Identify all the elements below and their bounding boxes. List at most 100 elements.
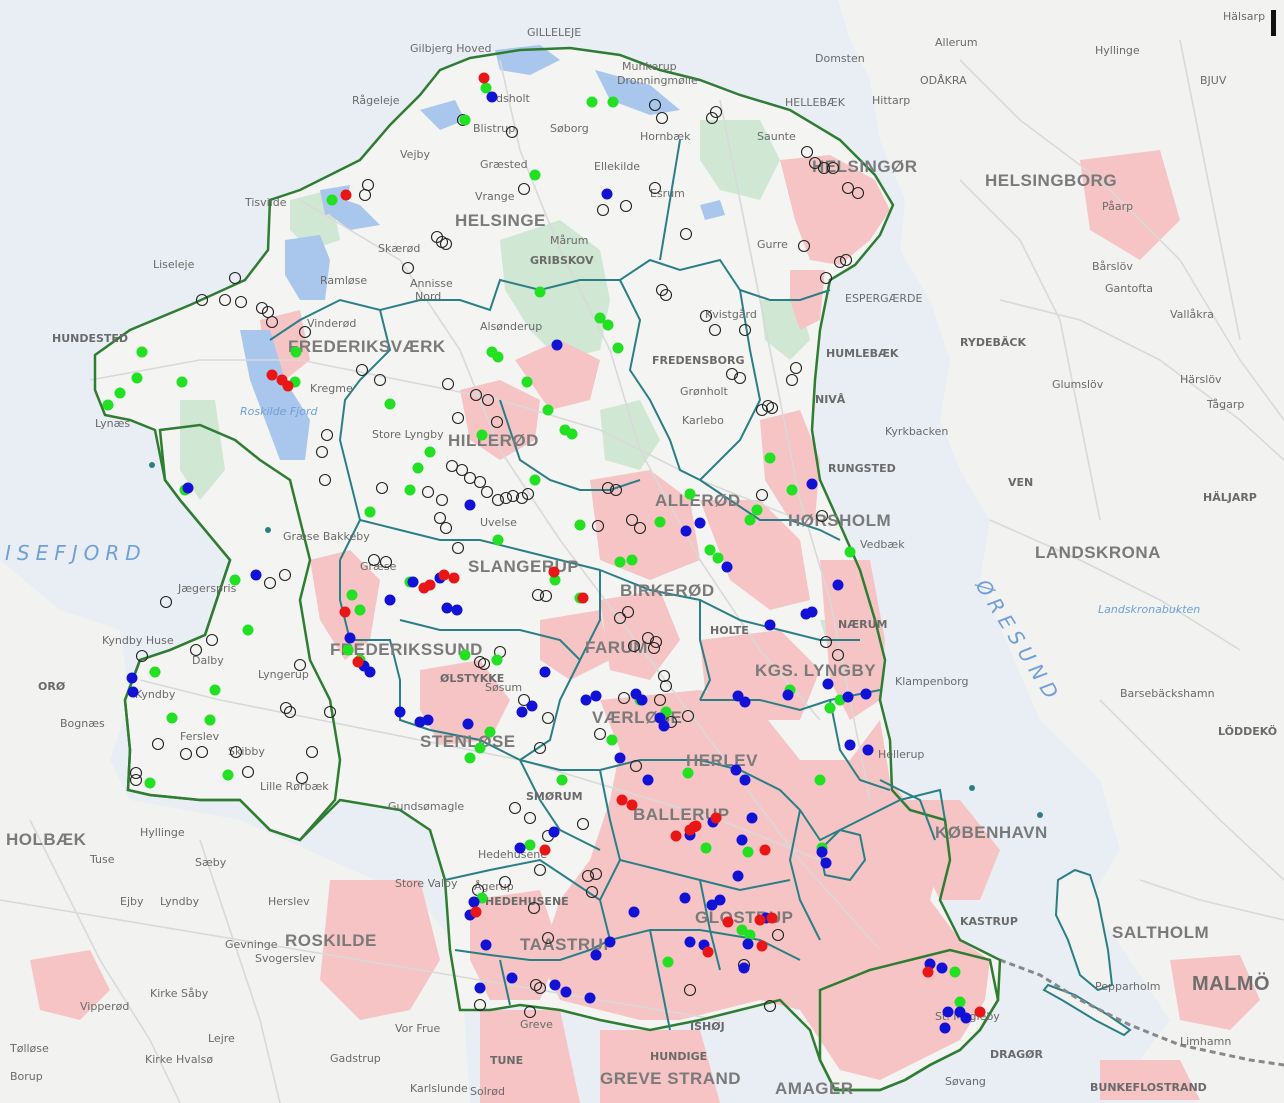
open-marker-10 (401, 261, 415, 275)
open-marker-124 (523, 1005, 537, 1019)
open-marker-134 (129, 773, 143, 787)
green-marker-29 (529, 474, 541, 486)
place-label-hedehusene: HEDEHUSENE (485, 895, 569, 908)
place-label-vallakra: Vallåkra (1170, 308, 1214, 321)
open-marker-81 (621, 605, 635, 619)
open-marker-15 (228, 271, 242, 285)
open-marker-122 (533, 981, 547, 995)
green-marker-71 (824, 702, 836, 714)
horns-herred-boundary (123, 423, 342, 842)
open-marker-18 (355, 363, 369, 377)
green-marker-64 (606, 734, 618, 746)
open-marker-1 (505, 125, 519, 139)
place-label-malmo: MALMÖ (1192, 972, 1270, 995)
red-marker-14 (626, 799, 638, 811)
open-marker-24 (709, 105, 723, 119)
red-marker-27 (470, 906, 482, 918)
green-marker-9 (612, 342, 624, 354)
place-label-lilleeknae: Lille Rørbæk (260, 780, 329, 793)
place-label-helsingor: HELSINGØR (812, 157, 918, 176)
place-label-olstykke: ØLSTYKKE (440, 672, 504, 685)
blue-marker-21 (451, 604, 463, 616)
open-marker-121 (529, 978, 543, 992)
open-marker-72 (315, 445, 329, 459)
open-marker-3 (596, 203, 610, 217)
place-label-pepparholm: Pepparholm (1095, 980, 1161, 993)
green-marker-37 (684, 488, 696, 500)
red-marker-15 (670, 830, 682, 842)
green-marker-59 (209, 684, 221, 696)
place-label-bogo: Bognæs (60, 717, 105, 730)
place-label-fredensborg: FREDENSBORG (652, 354, 745, 367)
place-label-barslov: Bårslöv (1092, 260, 1133, 273)
open-marker-87 (681, 709, 695, 723)
blue-marker-54 (474, 982, 486, 994)
open-marker-76 (625, 513, 639, 527)
open-marker-13 (255, 301, 269, 315)
place-label-vrange: Vrange (475, 190, 515, 203)
place-label-svogerslev: Svogerslev (255, 952, 316, 965)
open-marker-49 (441, 377, 455, 391)
place-label-helsingborg: HELSINGBORG (985, 171, 1117, 190)
open-marker-106 (229, 745, 243, 759)
place-label-ramlose: Ramløse (320, 274, 367, 287)
place-label-haljarp: HÄLJARP (1203, 490, 1257, 504)
blue-marker-22 (407, 576, 419, 588)
peberholm-island (1042, 983, 1132, 1037)
open-marker-25 (648, 181, 662, 195)
open-marker-123 (473, 998, 487, 1012)
place-label-karlebo: Karlebo (682, 414, 724, 427)
road-network (0, 39, 1284, 1103)
open-marker-120 (541, 931, 555, 945)
blue-marker-76 (939, 1022, 951, 1034)
open-marker-34 (817, 161, 831, 175)
open-marker-68 (451, 541, 465, 555)
place-label-hedelysk: Hedehusene (478, 848, 547, 861)
place-label-lynaes: Lynæs (95, 417, 130, 430)
open-marker-91 (617, 691, 631, 705)
place-label-roskilde_fjord: Roskilde Fjord (240, 405, 318, 418)
place-label-gilleleje: GILLELEJE (527, 26, 581, 39)
green-marker-79 (744, 929, 756, 941)
green-marker-62 (222, 769, 234, 781)
blue-marker-8 (832, 579, 844, 591)
blue-marker-41 (614, 752, 626, 764)
place-label-ishoj: ISHØJ (690, 1020, 725, 1033)
place-label-store_lyngby: Store Lyngby (372, 428, 444, 441)
place-label-kyndby_huse: Kyndby Huse (102, 634, 174, 647)
place-label-landskronabukten: Landskronabukten (1098, 603, 1200, 616)
open-marker-69 (375, 481, 389, 495)
blue-marker-64 (742, 938, 754, 950)
red-marker-5 (339, 606, 351, 618)
place-label-kyndby: Kyndby (135, 688, 176, 701)
place-label-nivaa: NIVÅ (815, 393, 846, 406)
green-marker-7 (594, 312, 606, 324)
open-marker-48 (785, 373, 799, 387)
open-marker-83 (627, 639, 641, 653)
open-marker-67 (439, 521, 453, 535)
place-label-skaerod: Skærød (378, 242, 420, 255)
place-label-gribskov: GRIBSKOV (530, 254, 594, 267)
place-label-vor_frue: Vor Frue (395, 1022, 440, 1035)
open-marker-14 (218, 293, 232, 307)
open-marker-133 (129, 766, 143, 780)
open-marker-32 (800, 145, 814, 159)
green-marker-4 (529, 169, 541, 181)
open-marker-66 (433, 511, 447, 525)
open-marker-89 (531, 588, 545, 602)
open-marker-93 (541, 711, 555, 725)
open-marker-71 (320, 428, 334, 442)
open-marker-82 (613, 611, 627, 625)
blue-marker-34 (539, 666, 551, 678)
green-marker-48 (342, 644, 354, 656)
open-marker-113 (581, 869, 595, 883)
open-marker-55 (455, 463, 469, 477)
open-marker-92 (593, 727, 607, 741)
open-marker-33 (808, 156, 822, 170)
green-marker-14 (131, 372, 143, 384)
place-label-jaegerspris: Jægerspris (177, 582, 237, 595)
open-marker-43 (733, 371, 747, 385)
open-marker-52 (490, 415, 504, 429)
